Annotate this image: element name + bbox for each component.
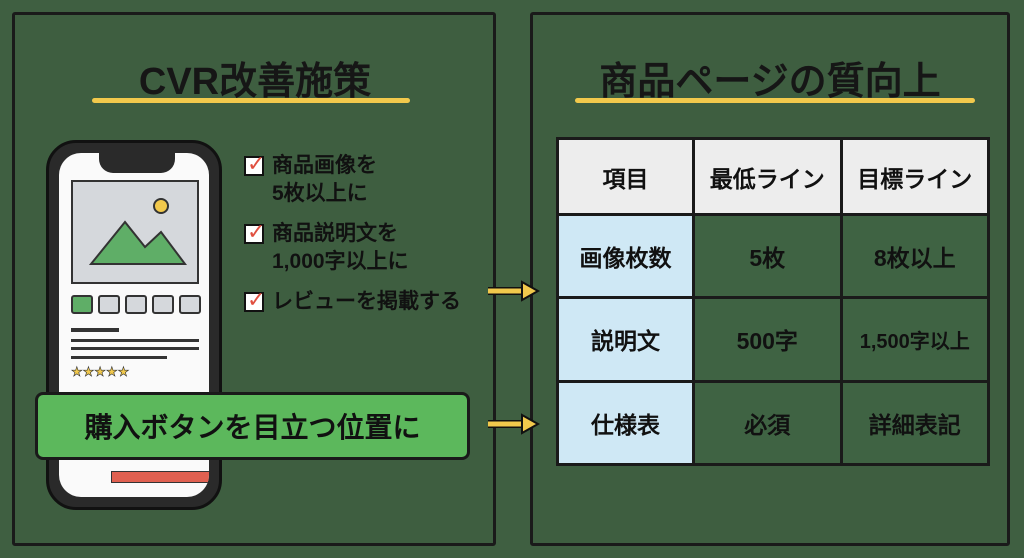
checklist-item: ✓レビューを掲載する bbox=[244, 287, 461, 316]
checkbox-checked-icon: ✓ bbox=[244, 287, 265, 312]
text-line bbox=[71, 356, 167, 359]
table-row: 仕様表 必須 詳細表記 bbox=[556, 379, 990, 467]
header-cell: 目標ライン bbox=[839, 137, 990, 216]
checkbox-checked-icon: ✓ bbox=[244, 151, 265, 176]
header-cell: 最低ライン bbox=[692, 137, 843, 216]
arrow-right-icon bbox=[488, 280, 540, 302]
arrow-right-icon bbox=[488, 413, 540, 435]
checkbox-checked-icon: ✓ bbox=[244, 219, 265, 244]
phone-notch bbox=[99, 153, 175, 173]
table-cell: 8枚以上 bbox=[839, 212, 990, 300]
image-placeholder-icon bbox=[71, 180, 199, 284]
banner-callout: 購入ボタンを目立つ位置に bbox=[35, 392, 470, 460]
row-label: 仕様表 bbox=[556, 379, 695, 467]
table-header-row: 項目 最低ライン 目標ライン bbox=[556, 137, 990, 216]
table-row: 説明文 500字 1,500字以上 bbox=[556, 296, 990, 383]
right-title: 商品ページの質向上 bbox=[599, 61, 941, 103]
text-line bbox=[71, 347, 199, 350]
thumbnail-row bbox=[71, 295, 201, 314]
buy-button-illustration bbox=[111, 471, 209, 483]
table-cell: 5枚 bbox=[692, 212, 843, 300]
row-label: 画像枚数 bbox=[556, 212, 695, 300]
table-cell: 1,500字以上 bbox=[839, 296, 990, 383]
text-line bbox=[71, 339, 199, 342]
left-title-underline bbox=[92, 98, 410, 103]
left-title: CVR改善施策 bbox=[138, 61, 372, 103]
table-row: 画像枚数 5枚 8枚以上 bbox=[556, 212, 990, 300]
rating-stars-icon: ★★★★★ bbox=[71, 364, 130, 379]
right-title-underline bbox=[575, 98, 975, 103]
row-label: 説明文 bbox=[556, 296, 695, 383]
table-cell: 詳細表記 bbox=[839, 379, 990, 467]
table-cell: 必須 bbox=[692, 379, 843, 467]
table-cell: 500字 bbox=[692, 296, 843, 383]
header-cell: 項目 bbox=[556, 137, 695, 216]
text-line bbox=[71, 328, 119, 332]
criteria-table: 項目 最低ライン 目標ライン 画像枚数 5枚 8枚以上 説明文 500字 1,5… bbox=[556, 137, 990, 467]
